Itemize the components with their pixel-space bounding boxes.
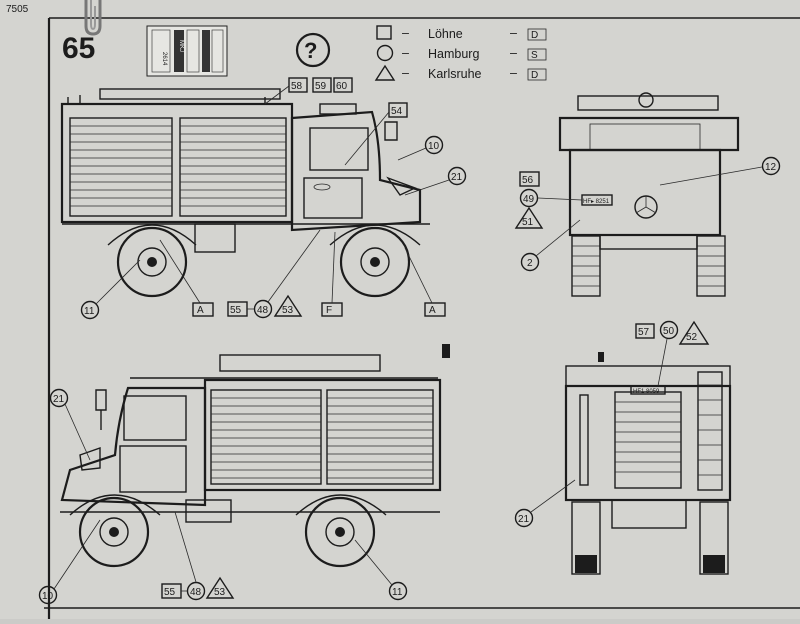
legend-dash: – bbox=[510, 26, 517, 40]
rear-body bbox=[564, 384, 732, 502]
cab bbox=[290, 110, 422, 232]
mirror bbox=[95, 389, 107, 411]
svg-text:55: 55 bbox=[164, 587, 176, 598]
legend-dash: – bbox=[510, 66, 517, 80]
svg-text:54: 54 bbox=[391, 106, 403, 117]
callouts-rear: 57 50 52 21 bbox=[514, 320, 710, 528]
svg-text:A: A bbox=[429, 305, 436, 316]
svg-text:49: 49 bbox=[523, 194, 535, 205]
legend: – Löhne – D – Hamburg – S – Karlsruhe – … bbox=[374, 25, 547, 81]
legend-city-2: Hamburg bbox=[428, 47, 479, 61]
roof-rack bbox=[99, 88, 281, 100]
body-box bbox=[203, 378, 442, 492]
svg-text:53: 53 bbox=[214, 587, 226, 598]
windshield bbox=[558, 116, 740, 152]
legend-dash: – bbox=[510, 46, 517, 60]
wheel-rear bbox=[304, 496, 376, 568]
svg-text:A: A bbox=[197, 305, 204, 316]
roller-shutter bbox=[69, 117, 173, 217]
svg-text:F: F bbox=[326, 305, 332, 316]
svg-text:HF1 8059: HF1 8059 bbox=[633, 389, 660, 395]
legend-city-3: Karlsruhe bbox=[428, 67, 482, 81]
question-mark-circle-icon: ? bbox=[295, 32, 331, 68]
svg-text:?: ? bbox=[304, 38, 317, 63]
svg-text:56: 56 bbox=[522, 175, 534, 186]
roof-light bbox=[319, 103, 357, 115]
rear-tire-left bbox=[571, 501, 601, 575]
svg-text:53: 53 bbox=[282, 305, 294, 316]
license-plate-rear bbox=[630, 385, 666, 395]
svg-text:57: 57 bbox=[638, 327, 650, 338]
legend-code-1: D bbox=[531, 30, 538, 41]
roller-shutter bbox=[179, 117, 287, 217]
roller-shutter bbox=[210, 389, 322, 485]
truck-rear-view: HF1 8059 bbox=[564, 352, 732, 575]
triangle-symbol-icon bbox=[374, 64, 396, 81]
legend-dash: – bbox=[402, 26, 409, 40]
rear-tire-right bbox=[699, 501, 729, 575]
svg-text:10: 10 bbox=[428, 141, 440, 152]
svg-text:11: 11 bbox=[84, 306, 95, 317]
svg-text:60: 60 bbox=[336, 81, 348, 92]
kit-number: 7505 bbox=[6, 4, 29, 15]
circle-symbol-icon bbox=[376, 44, 394, 62]
rear-ladder bbox=[697, 371, 723, 491]
truck-side-view-right bbox=[60, 344, 450, 568]
svg-text:21: 21 bbox=[518, 514, 530, 525]
decal-sheet: 2614 MKJ bbox=[146, 25, 228, 77]
legend-code-3: D bbox=[531, 70, 538, 81]
svg-text:HF▸ 8251: HF▸ 8251 bbox=[583, 199, 610, 205]
code-box bbox=[527, 28, 547, 41]
svg-text:48: 48 bbox=[257, 305, 269, 316]
headlight-grille bbox=[79, 447, 101, 471]
truck-front-view: HF▸ 8251 bbox=[558, 92, 740, 297]
code-box bbox=[527, 68, 547, 81]
legend-dash: – bbox=[402, 66, 409, 80]
svg-text:52: 52 bbox=[686, 332, 698, 343]
cab-door bbox=[303, 177, 363, 219]
cab-door bbox=[119, 445, 187, 493]
roof-rack bbox=[219, 354, 381, 372]
svg-text:55: 55 bbox=[230, 305, 242, 316]
cab bbox=[60, 386, 207, 507]
legend-dash: – bbox=[402, 46, 409, 60]
cab-front bbox=[568, 148, 722, 237]
paperclip bbox=[84, 0, 102, 36]
svg-text:59: 59 bbox=[315, 81, 327, 92]
callouts-side-right: 21 10 55 48 53 11 bbox=[38, 388, 408, 605]
svg-text:21: 21 bbox=[53, 394, 65, 405]
body-box bbox=[60, 102, 294, 224]
svg-text:51: 51 bbox=[522, 217, 534, 228]
svg-text:48: 48 bbox=[190, 587, 202, 598]
square-symbol-icon bbox=[376, 25, 392, 40]
svg-text:2: 2 bbox=[527, 258, 533, 269]
legend-city-1: Löhne bbox=[428, 27, 463, 41]
svg-text:50: 50 bbox=[663, 326, 675, 337]
rear-shutter bbox=[614, 391, 682, 489]
decal-marking: MKJ bbox=[178, 40, 184, 52]
svg-text:11: 11 bbox=[392, 587, 403, 598]
roller-shutter bbox=[326, 389, 434, 485]
mirror bbox=[384, 121, 398, 141]
cab-window bbox=[123, 395, 187, 441]
callouts-front: 56 49 51 12 2 bbox=[514, 156, 781, 272]
decal-number: 2614 bbox=[161, 52, 167, 66]
svg-text:12: 12 bbox=[765, 162, 777, 173]
svg-text:10: 10 bbox=[42, 591, 54, 602]
wheel-front bbox=[78, 496, 150, 568]
callouts-side-left: 58 59 60 54 10 21 11 A 55 48 53 F A bbox=[80, 77, 467, 320]
step-number: 65 bbox=[62, 32, 95, 65]
rear-roof-rack bbox=[565, 365, 731, 387]
code-box bbox=[527, 48, 547, 61]
wheel-front bbox=[339, 226, 411, 298]
svg-text:21: 21 bbox=[451, 172, 463, 183]
truck-side-view-left bbox=[60, 88, 430, 298]
legend-code-2: S bbox=[531, 50, 538, 61]
cab-window bbox=[309, 127, 369, 171]
wheel-rear bbox=[116, 226, 188, 298]
svg-text:58: 58 bbox=[291, 81, 303, 92]
